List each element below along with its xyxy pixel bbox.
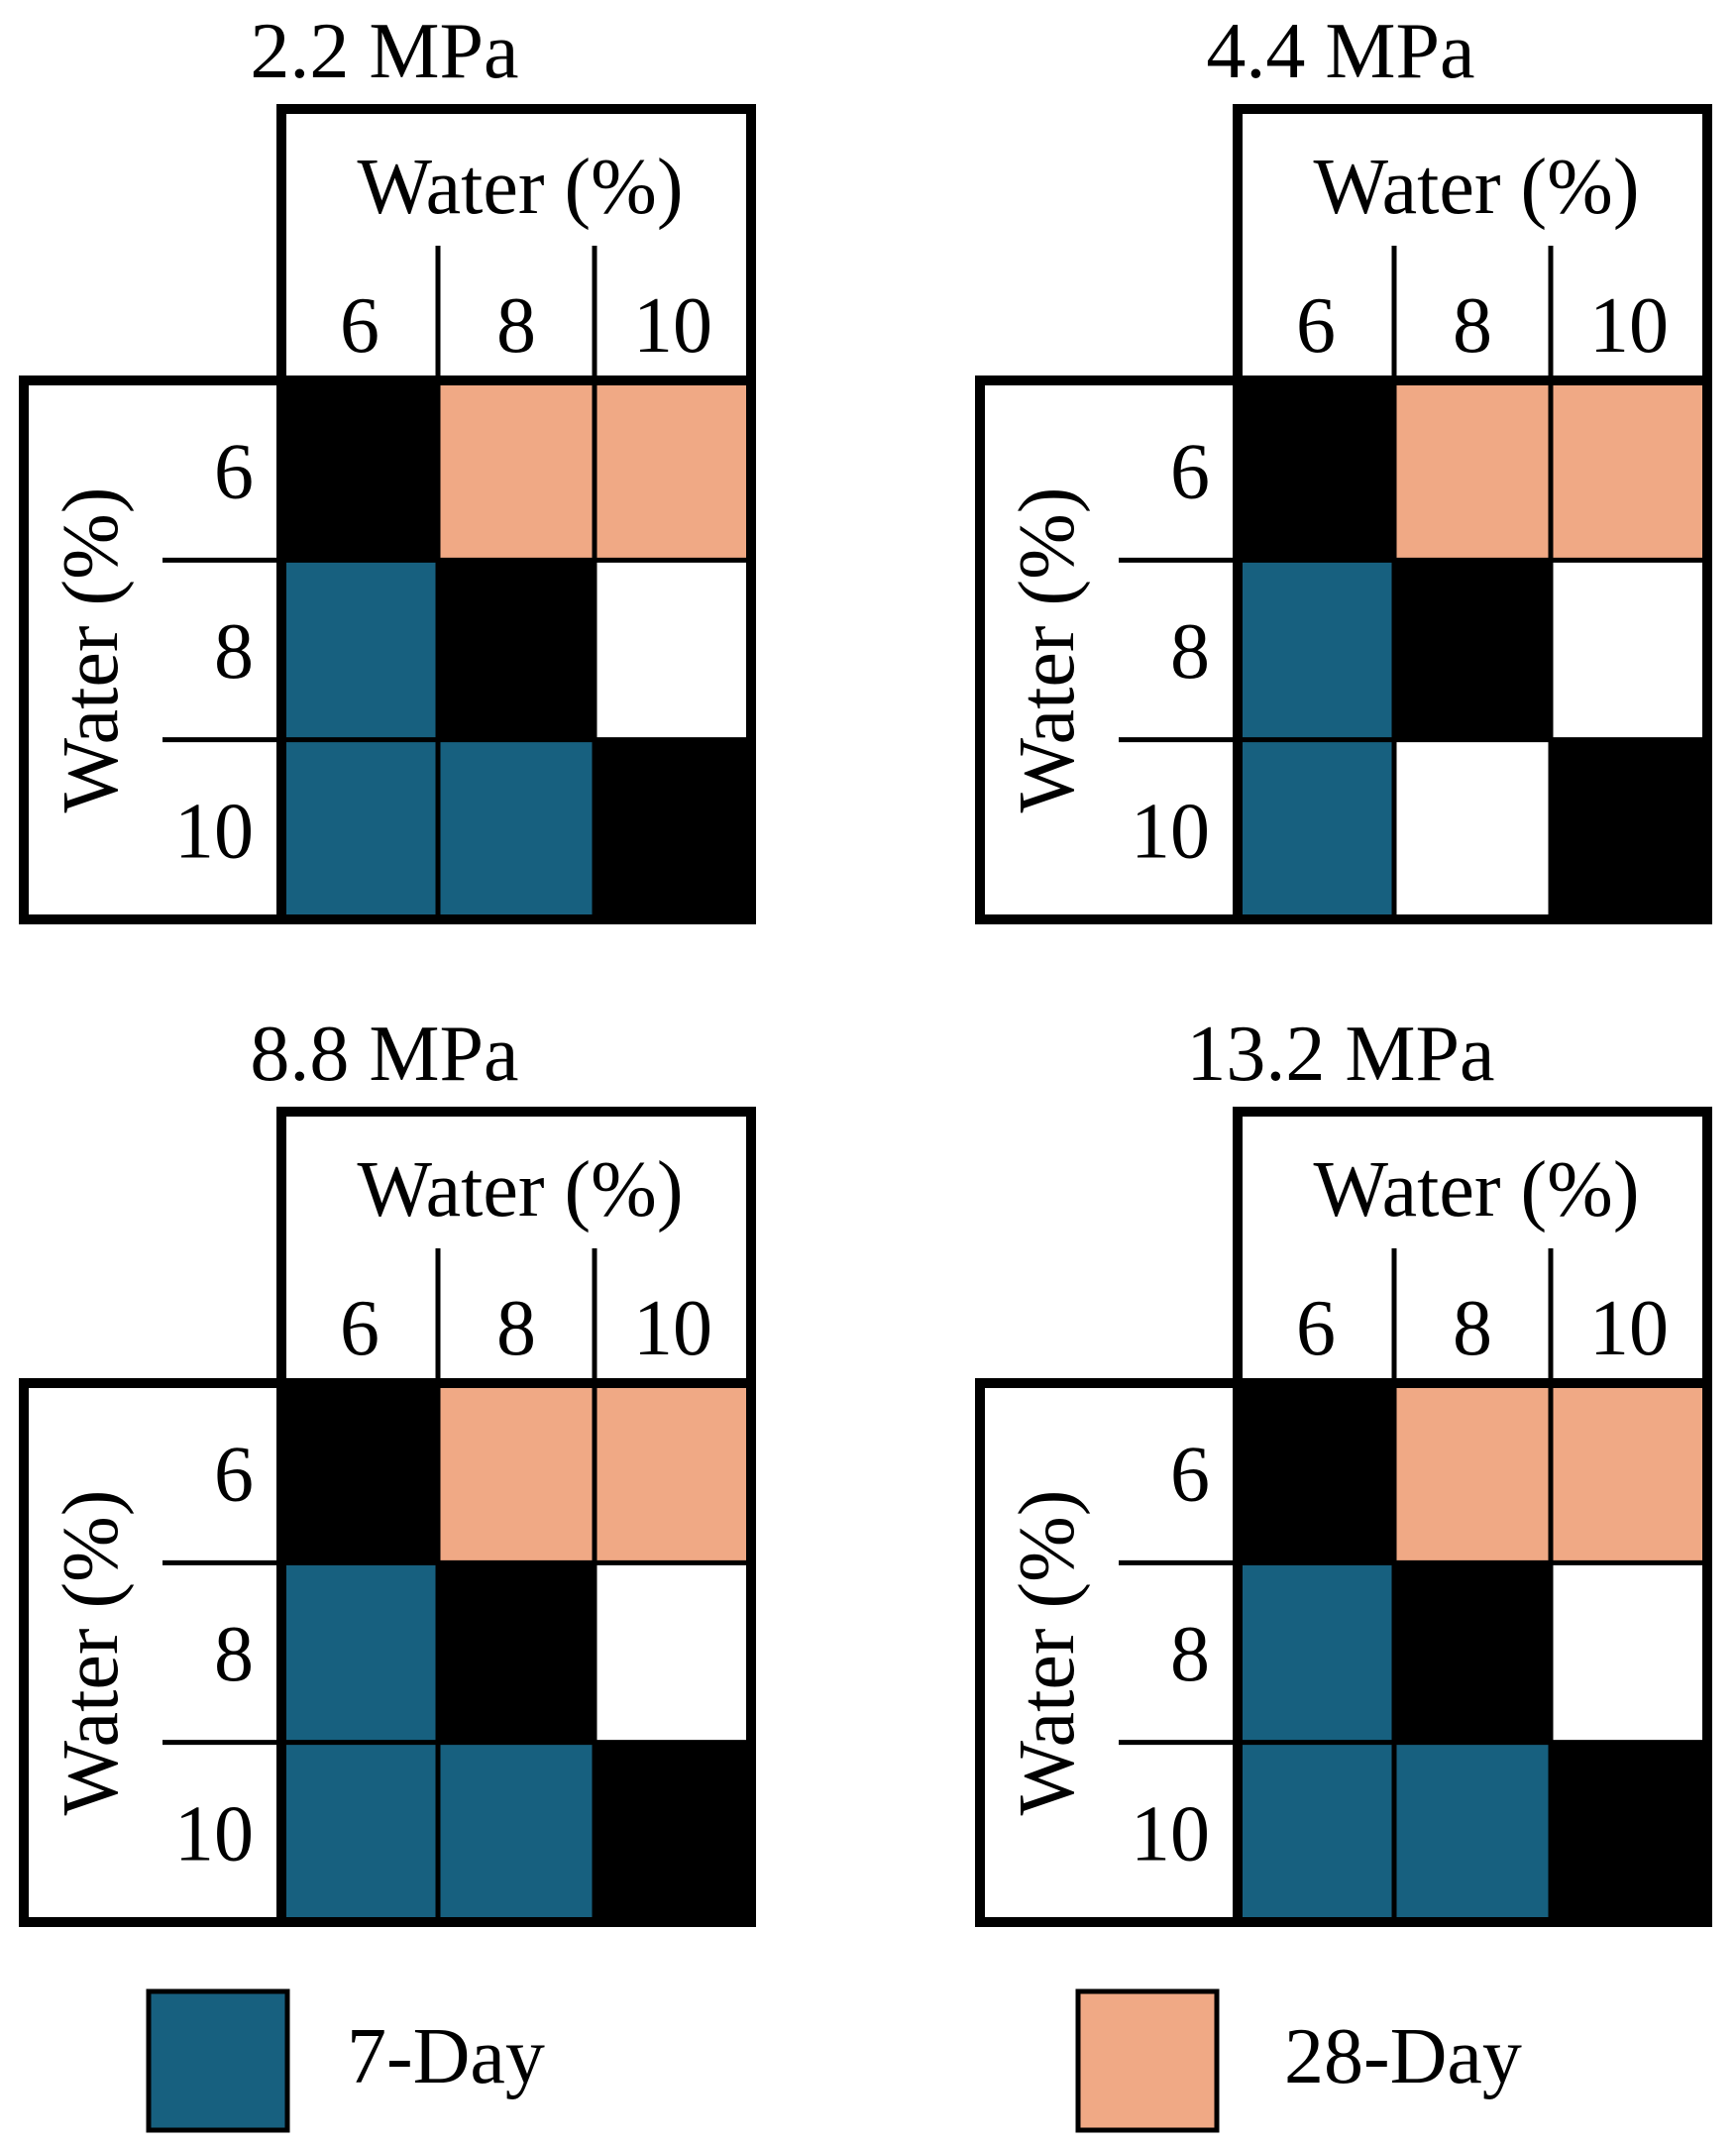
cell-6-6 [281, 1383, 438, 1563]
column-tick-label: 8 [496, 282, 536, 370]
cell-8-6 [281, 560, 438, 740]
column-axis-label: Water (%) [1314, 144, 1640, 231]
row-tick-label: 6 [1170, 1432, 1210, 1519]
cell-6-8 [438, 1383, 595, 1563]
column-tick-label: 10 [633, 282, 712, 370]
cell-10-8 [438, 1742, 595, 1922]
panel-title: 13.2 MPa [1186, 1011, 1494, 1098]
column-tick-label: 8 [1453, 1285, 1492, 1372]
cell-10-6 [1238, 1742, 1394, 1922]
column-axis-label: Water (%) [358, 144, 684, 231]
column-axis-label: Water (%) [1314, 1146, 1640, 1233]
row-tick-label: 10 [174, 788, 254, 875]
cell-6-8 [1394, 380, 1551, 561]
cell-10-8 [1394, 739, 1551, 919]
cell-8-8 [438, 560, 595, 740]
cell-8-6 [1238, 560, 1394, 740]
cell-6-6 [281, 380, 438, 561]
legend-swatch-7-Day [146, 1988, 290, 2133]
cell-8-10 [1551, 1562, 1707, 1743]
panel-title: 8.8 MPa [250, 1011, 518, 1098]
cell-8-6 [1238, 1562, 1394, 1743]
cell-8-8 [1394, 1562, 1551, 1743]
row-tick-label: 10 [1131, 1790, 1210, 1877]
cell-6-8 [1394, 1383, 1551, 1563]
cell-10-8 [438, 739, 595, 919]
column-tick-label: 6 [1296, 282, 1336, 370]
column-tick-label: 10 [1589, 282, 1669, 370]
row-axis-label: Water (%) [1004, 487, 1091, 813]
row-tick-label: 10 [1131, 788, 1210, 875]
row-tick-label: 8 [1170, 608, 1210, 696]
row-tick-label: 10 [174, 1790, 254, 1877]
column-tick-label: 6 [340, 1285, 380, 1372]
cell-8-8 [438, 1562, 595, 1743]
cell-10-8 [1394, 1742, 1551, 1922]
legend-label-7-Day: 7-Day [347, 2013, 545, 2100]
row-tick-label: 8 [214, 608, 254, 696]
legend-label-28-Day: 28-Day [1284, 2013, 1522, 2100]
row-tick-label: 8 [1170, 1611, 1210, 1698]
row-axis-label: Water (%) [1004, 1490, 1091, 1816]
cell-6-10 [595, 1383, 751, 1563]
row-axis-label: Water (%) [48, 1490, 135, 1816]
cell-10-6 [1238, 739, 1394, 919]
cell-10-10 [1551, 1742, 1707, 1922]
column-tick-label: 6 [1296, 1285, 1336, 1372]
cell-10-10 [1551, 739, 1707, 919]
cell-6-10 [595, 380, 751, 561]
cell-8-10 [595, 1562, 751, 1743]
cell-6-6 [1238, 380, 1394, 561]
panel-title: 4.4 MPa [1206, 8, 1474, 95]
cell-6-8 [438, 380, 595, 561]
cell-10-6 [281, 1742, 438, 1922]
row-tick-label: 6 [214, 1432, 254, 1519]
column-tick-label: 10 [1589, 1285, 1669, 1372]
row-tick-label: 6 [214, 429, 254, 516]
cell-8-6 [281, 1562, 438, 1743]
column-tick-label: 8 [1453, 282, 1492, 370]
panel-title: 2.2 MPa [250, 8, 518, 95]
cell-8-8 [1394, 560, 1551, 740]
cell-6-10 [1551, 1383, 1707, 1563]
cell-6-10 [1551, 380, 1707, 561]
row-tick-label: 8 [214, 1611, 254, 1698]
cell-10-6 [281, 739, 438, 919]
row-axis-label: Water (%) [48, 487, 135, 813]
cell-8-10 [595, 560, 751, 740]
legend-swatch-28-Day [1075, 1988, 1220, 2133]
column-tick-label: 6 [340, 282, 380, 370]
column-tick-label: 10 [633, 1285, 712, 1372]
column-tick-label: 8 [496, 1285, 536, 1372]
cell-10-10 [595, 739, 751, 919]
cell-6-6 [1238, 1383, 1394, 1563]
column-axis-label: Water (%) [358, 1146, 684, 1233]
cell-10-10 [595, 1742, 751, 1922]
cell-8-10 [1551, 560, 1707, 740]
row-tick-label: 6 [1170, 429, 1210, 516]
